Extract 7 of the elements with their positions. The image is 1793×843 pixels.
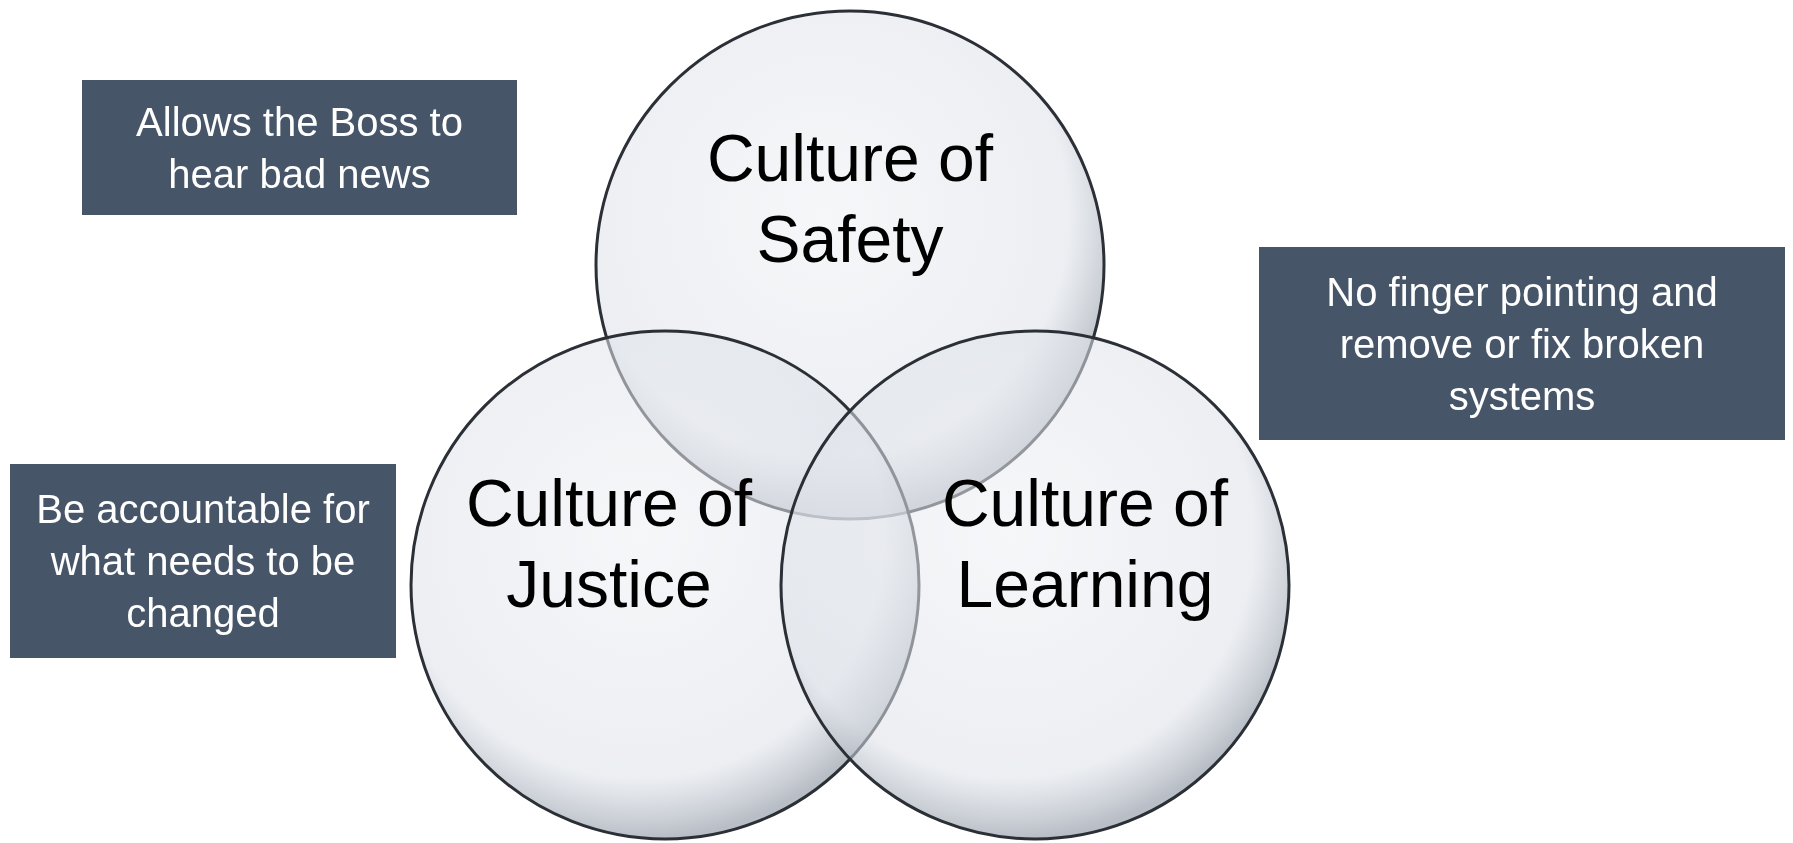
circle-label: Culture of Safety (705, 120, 995, 278)
venn-circle (778, 328, 1292, 842)
note-box: No finger pointing and remove or fix broken systems (1259, 247, 1785, 440)
note-box: Be accountable for what needs to be changed (10, 464, 396, 658)
circle-label: Culture of Justice (464, 465, 754, 623)
circle-label: Culture of Learning (940, 465, 1230, 623)
note-box: Allows the Boss to hear bad news (82, 80, 517, 215)
